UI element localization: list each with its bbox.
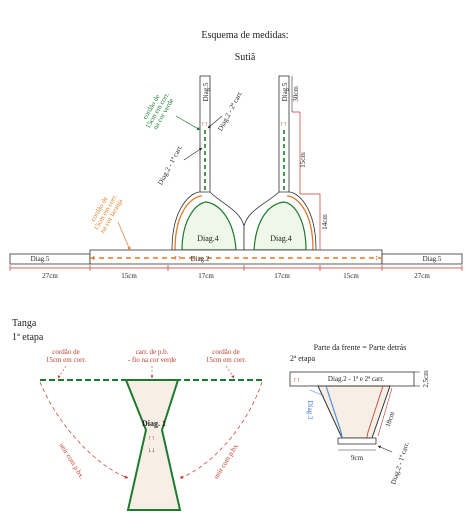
tanga-marker-down: ↓↓ (148, 446, 155, 454)
band-mid-marker: ↑↑ (174, 254, 181, 262)
strap-left-diag5: Diag.5 (202, 82, 210, 101)
band-diag2: Diag.2 (191, 255, 210, 263)
right-14cm-label: 14cm (321, 214, 329, 230)
measure-ticks (9, 265, 463, 271)
part-top-band-label: Diag.2 - 1ª e 2ª carr. (328, 375, 384, 383)
right-14cm-line (300, 193, 321, 250)
part-diag2-1carr: Diag.2 - 1ª carr. (389, 441, 410, 486)
cord-orange-note: cordão de15cm em corr.na cor laranja (86, 189, 125, 235)
cord-orange-arrow (117, 221, 131, 251)
band-right-diag5: Diag.5 (423, 255, 442, 263)
tanga-join-left: unir com p.bx. (57, 442, 86, 481)
strap-30cm-label: 30cm (292, 86, 300, 102)
diag2-2carr-note: Diag.2 - 2ª carr. (216, 89, 244, 132)
part-diag3: Diag.3 (306, 401, 314, 420)
tanga-cord-left-arrow (57, 365, 67, 379)
measure-1: 27cm (42, 272, 58, 280)
diag2-1carr-note: Diag.2 - 1ª carr. (156, 143, 184, 186)
band-right-end (381, 253, 463, 265)
part-diag3-leader (309, 389, 325, 397)
tanga-marker-up: ↑↑ (148, 434, 155, 442)
part-right-h: 2,5cm (422, 370, 430, 388)
measure-4: 17cm (274, 272, 290, 280)
cord-green-note: cordão de15cm em corr.na cor verde (138, 87, 177, 133)
tanga-join-right: unir com p.bx. (212, 441, 241, 480)
cup-left-diag4: Diag.4 (197, 234, 219, 243)
strap-right-marker: ↑↑ (280, 120, 287, 128)
diag2-2carr-arrow (207, 115, 223, 129)
measure-5: 15cm (343, 272, 359, 280)
measure-6: 27cm (414, 272, 430, 280)
cup-right-diag4: Diag.4 (270, 234, 292, 243)
right-15cm-label: 15cm (299, 152, 307, 168)
part-bottom-band (337, 437, 377, 445)
band-center (89, 249, 383, 265)
top-title: Esquema de medidas: (201, 30, 288, 41)
measure-2: 15cm (121, 272, 137, 280)
tanga-right-curve (179, 381, 263, 479)
band-left-end (9, 253, 91, 265)
tanga-subtitle: 1ª etapa (12, 332, 44, 343)
cord-green-arrow (175, 115, 201, 131)
part-18cm: 18cm (384, 410, 397, 428)
band-left-marker: ↕ (92, 254, 96, 262)
cup-right-inner (253, 201, 307, 251)
tanga-left-curve (39, 381, 129, 479)
part-9cm: 9cm (351, 454, 364, 462)
cup-left-inner (181, 201, 237, 251)
part-title: Parte da frente = Parte detrás (314, 343, 407, 352)
band-right-marker: ↕ (375, 254, 379, 262)
tanga-shape (124, 379, 182, 511)
top-subtitle: Sutiã (235, 52, 256, 63)
tanga-center-note: carr. de p.b.- fio na cor verde (128, 348, 176, 364)
strap-left-marker: ↑↑ (201, 120, 208, 128)
tanga-cord-right-arrow (225, 365, 235, 379)
diag2-1carr-arrow (183, 147, 203, 161)
cup-right-orange (286, 195, 314, 251)
part-diag2-arrow (377, 445, 393, 453)
tanga-title: Tanga (12, 318, 37, 329)
right-15cm-line (292, 111, 301, 194)
band-left-diag5: Diag.5 (31, 255, 50, 263)
part-subtitle: 2ª etapa (290, 354, 316, 363)
cup-left-orange (174, 195, 203, 251)
tanga-diag1: Diag. 1 (142, 419, 166, 428)
part-band-marker: ↑↑ (293, 376, 300, 384)
part-18cm-line (377, 387, 393, 437)
strap-right-diag5: Diag.5 (281, 82, 289, 101)
measure-3: 17cm (198, 272, 214, 280)
